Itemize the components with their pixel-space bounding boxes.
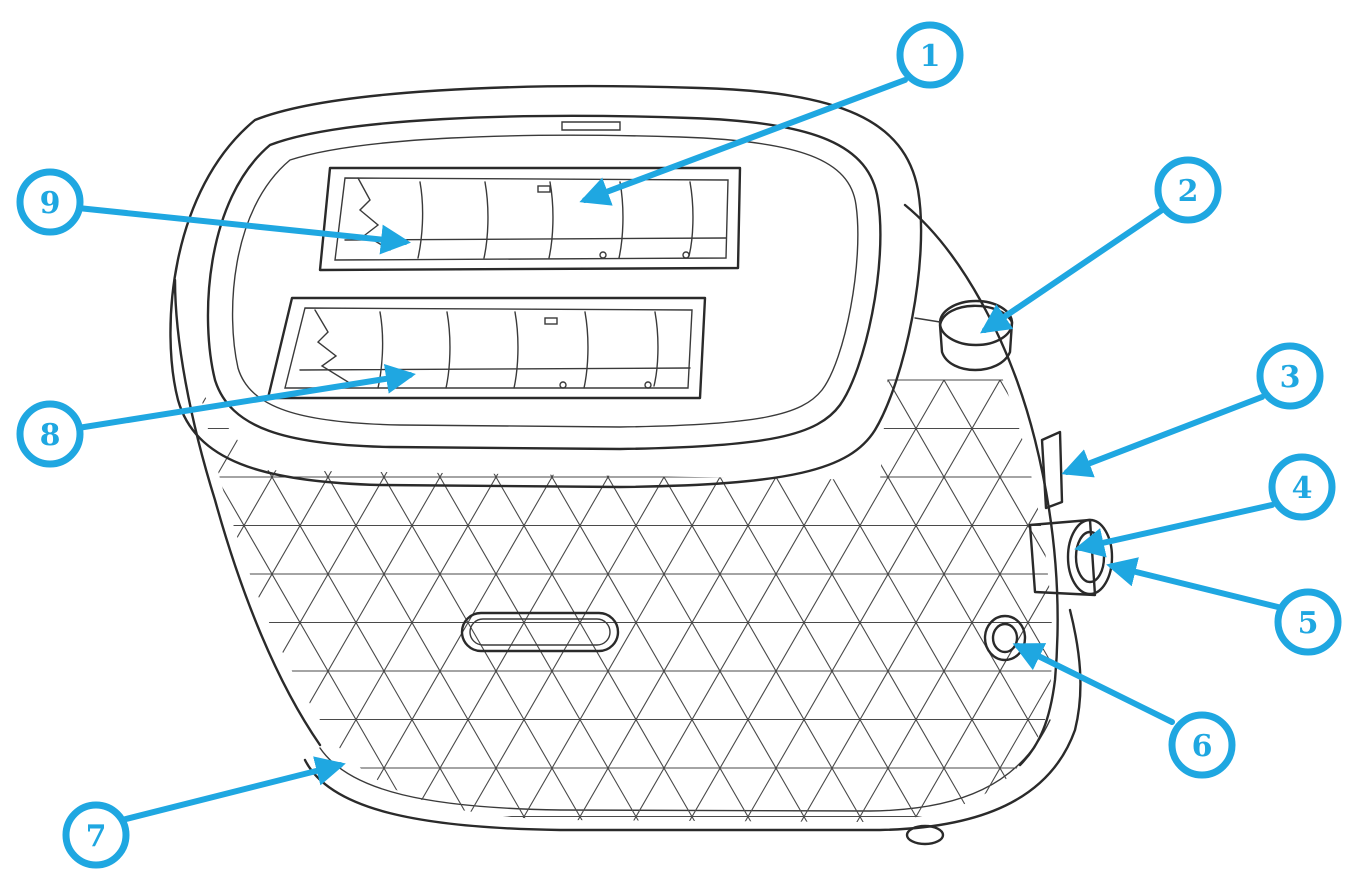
top-logo-mark bbox=[561, 121, 621, 131]
body-outline bbox=[173, 278, 322, 747]
callout-1: 1 bbox=[896, 21, 964, 89]
leader-2 bbox=[980, 207, 1165, 334]
callout-leaders bbox=[75, 77, 1285, 823]
callout-9: 9 bbox=[16, 168, 84, 236]
cancel-button-drawing bbox=[983, 614, 1027, 662]
callout-4: 4 bbox=[1268, 453, 1336, 521]
callout-8-label: 8 bbox=[40, 418, 61, 453]
front-slot bbox=[266, 296, 707, 400]
callout-8: 8 bbox=[16, 400, 84, 468]
triangle-pattern bbox=[200, 379, 1053, 822]
callout-3-label: 3 bbox=[1280, 360, 1301, 395]
top-rim-inner bbox=[206, 114, 882, 451]
crumb-window bbox=[460, 611, 620, 653]
body-right-outline bbox=[903, 203, 1059, 767]
callout-5: 5 bbox=[1274, 588, 1342, 656]
callout-2: 2 bbox=[1154, 156, 1222, 224]
leader-6 bbox=[1012, 643, 1175, 725]
leader-8 bbox=[75, 363, 416, 431]
callout-7: 7 bbox=[62, 801, 130, 869]
base-foot-inner bbox=[319, 719, 1051, 812]
rear-slot bbox=[318, 166, 742, 272]
leader-3 bbox=[1061, 394, 1265, 478]
browning-knob bbox=[1028, 518, 1114, 597]
foot-nub bbox=[905, 824, 945, 846]
callout-9-label: 9 bbox=[40, 186, 61, 221]
callout-6-label: 6 bbox=[1192, 729, 1213, 764]
crumb-window-inner bbox=[469, 618, 611, 646]
leader-4 bbox=[1074, 502, 1275, 558]
callout-markers: 1 2 3 4 5 6 7 8 bbox=[16, 21, 1342, 869]
callout-7-label: 7 bbox=[86, 819, 107, 854]
leader-1 bbox=[579, 77, 908, 206]
callout-3: 3 bbox=[1256, 342, 1324, 410]
top-rim-outer bbox=[169, 84, 923, 489]
callout-6: 6 bbox=[1168, 711, 1236, 779]
leader-7 bbox=[119, 756, 346, 823]
base-foot bbox=[303, 608, 1082, 832]
callout-1-label: 1 bbox=[920, 39, 941, 74]
top-plate bbox=[231, 134, 859, 428]
side-slot bbox=[1040, 430, 1064, 510]
leader-5 bbox=[1106, 557, 1285, 611]
callout-2-label: 2 bbox=[1178, 174, 1199, 209]
callout-4-label: 4 bbox=[1292, 471, 1313, 506]
triangle-lattice bbox=[200, 379, 1053, 822]
leader-9 bbox=[75, 205, 411, 255]
callout-5-label: 5 bbox=[1298, 606, 1319, 641]
